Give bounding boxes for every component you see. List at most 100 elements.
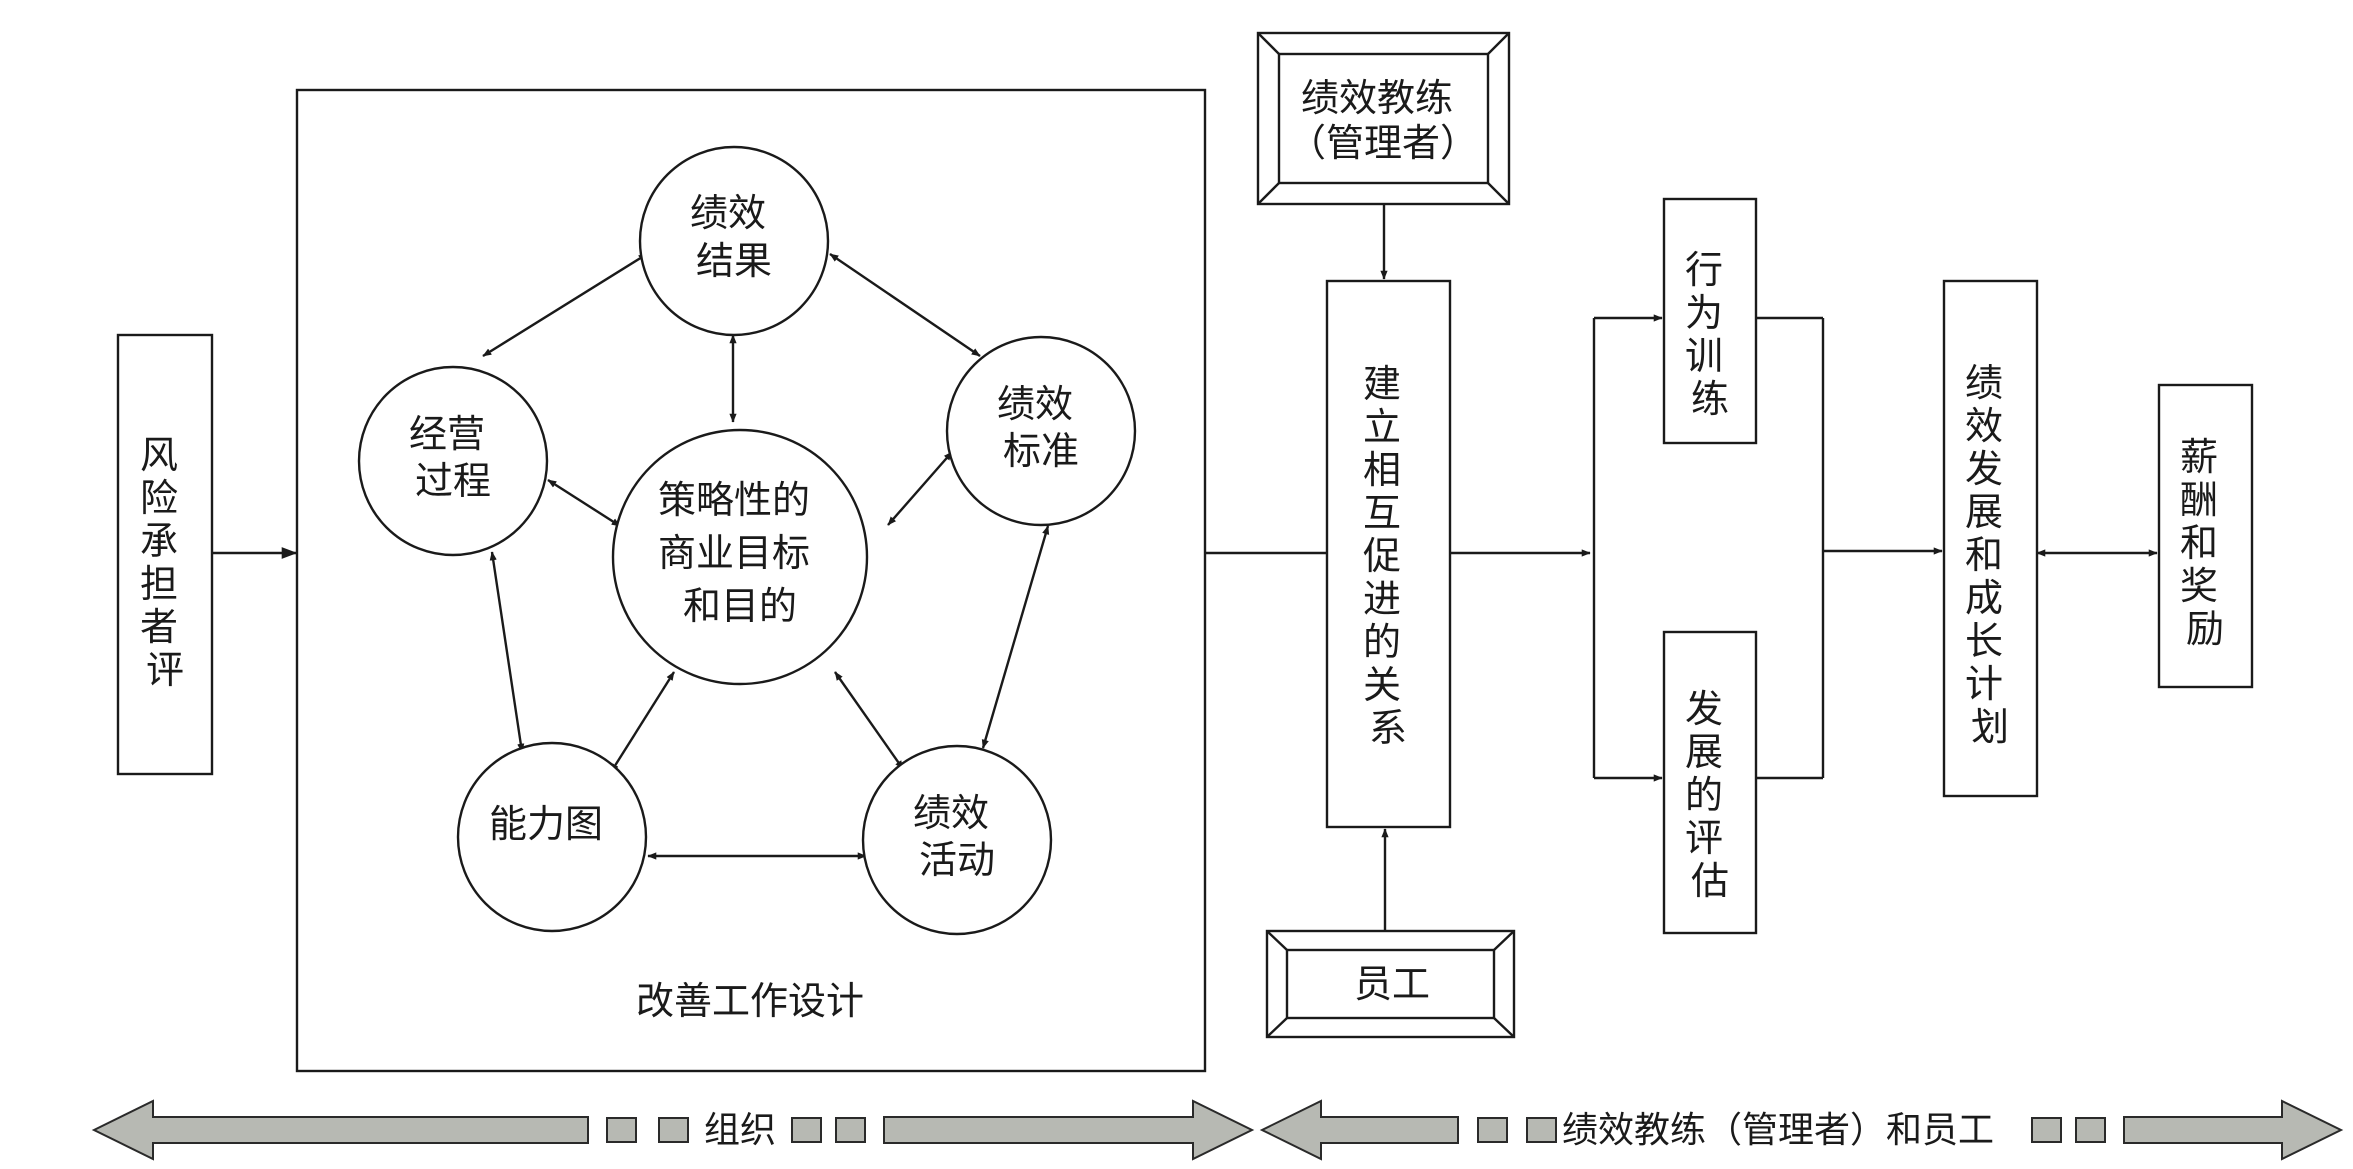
arrow-standards-strategy [887, 451, 953, 526]
behavior-training-box: 行 为 训 练 [1662, 197, 1758, 445]
growth-char-5: 成 [1965, 576, 2003, 620]
svg-text:绩效 活动: 绩效 活动 [913, 791, 1001, 882]
circle-performance-results: 绩效 结果 [638, 145, 830, 337]
circle-business-process: 经营 过程 [357, 365, 549, 557]
growth-char-3: 展 [1965, 490, 2003, 534]
relationship-char-1: 立 [1363, 405, 1401, 449]
standards-line-1: 标准 [1003, 429, 1079, 473]
results-line-1: 结果 [696, 239, 772, 283]
circle-strategic-goals: 策略性的 商业目标 和目的 [611, 428, 869, 686]
organization-band-right-arrow [883, 1099, 1255, 1161]
growth-char-1: 效 [1965, 404, 2003, 448]
dev-eval-char-0: 发 [1685, 687, 1723, 731]
coach-band-right-arrow [2123, 1099, 2344, 1161]
dev-eval-char-1: 展 [1685, 730, 1723, 774]
stakeholder-evaluation-char-4: 者 [140, 605, 178, 649]
work-design-label: 改善工作设计 [636, 979, 864, 1023]
activities-line-0: 绩效 [913, 791, 989, 835]
arrow-strategy-activities [834, 671, 904, 770]
coach-band-dash [1526, 1117, 1557, 1143]
svg-text:绩效 结果: 绩效 结果 [690, 191, 778, 283]
relationship-char-7: 关 [1363, 663, 1401, 707]
svg-text:经营 过程: 经营 过程 [409, 412, 497, 503]
organization-band-dash [606, 1117, 637, 1143]
svg-text:绩效 标准: 绩效 标准 [997, 382, 1085, 473]
strategy-line-1: 商业目标 [658, 531, 810, 575]
compensation-reward-box: 薪 酬 和 奖 励 [2157, 383, 2254, 689]
stakeholder-evaluation-char-2: 承 [140, 519, 178, 563]
coach-band-left-arrow [1259, 1099, 1459, 1161]
results-line-0: 绩效 [690, 191, 766, 235]
mutual-relationship-box: 建 立 相 互 促 进 的 关 系 [1325, 279, 1452, 829]
organization-band-dash [658, 1117, 689, 1143]
performance-coach-box: 绩效教练 （管理者） [1256, 31, 1511, 206]
arrow-strategy-capability [609, 671, 676, 773]
process-line-1: 过程 [415, 459, 491, 503]
employee-box: 员工 [1265, 929, 1516, 1039]
stakeholder-evaluation-char-0: 风 [140, 433, 178, 477]
coach-band-dash [2075, 1117, 2106, 1143]
coach-line-0: 绩效教练 [1301, 76, 1453, 120]
development-evaluation-box: 发 展 的 评 估 [1662, 630, 1758, 935]
organization-band: 组织 [91, 1099, 1255, 1161]
svg-text:薪 酬 和 奖: 薪 酬 和 奖 励 [2180, 435, 2230, 651]
growth-char-2: 发 [1965, 447, 2003, 491]
dev-eval-char-3: 评 [1685, 816, 1723, 860]
capability-label: 能力图 [489, 802, 603, 846]
training-char-1: 为 [1685, 291, 1723, 335]
growth-char-7: 计 [1965, 662, 2003, 706]
coach-line-1: （管理者） [1288, 121, 1478, 165]
organization-band-left-arrow [91, 1099, 589, 1161]
reward-char-2: 和 [2180, 521, 2218, 565]
arrow-results-standards [829, 253, 981, 357]
training-char-3: 练 [1691, 377, 1729, 421]
coach-band-dash [2031, 1117, 2062, 1143]
growth-plan-box: 绩 效 发 展 和 成 长 计 划 [1942, 279, 2039, 798]
relationship-char-2: 相 [1363, 448, 1401, 492]
activities-line-1: 活动 [919, 838, 995, 882]
arrow-process-capability [489, 551, 525, 753]
growth-char-8: 划 [1971, 705, 2009, 749]
svg-text:行 为 训 练: 行 为 训 练 [1685, 248, 1735, 421]
coach-band-dash [1477, 1117, 1508, 1143]
relationship-char-3: 互 [1363, 491, 1401, 535]
reward-char-3: 奖 [2180, 564, 2218, 608]
relationship-char-0: 建 [1363, 362, 1401, 406]
dev-eval-char-4: 估 [1691, 859, 1729, 903]
standards-line-0: 绩效 [997, 382, 1073, 426]
svg-text:策略性的 商业目标 和目的: 策略性的 商业目标 和目的 [658, 478, 822, 628]
circle-performance-activities: 绩效 活动 [861, 744, 1053, 936]
reward-char-4: 励 [2186, 607, 2224, 651]
strategy-line-2: 和目的 [683, 584, 797, 628]
stakeholder-evaluation-box: 风 险 承 担 者 评 [116, 333, 214, 776]
dev-eval-char-2: 的 [1685, 773, 1723, 817]
reward-char-0: 薪 [2180, 435, 2218, 479]
circle-relations [482, 252, 1050, 860]
arrow-process-results [482, 252, 648, 358]
relationship-char-6: 的 [1363, 620, 1401, 664]
circle-performance-standards: 绩效 标准 [945, 335, 1137, 527]
relationship-char-8: 系 [1369, 706, 1407, 750]
strategy-line-0: 策略性的 [658, 478, 810, 522]
organization-band-dash [791, 1117, 822, 1143]
coach-employee-label: 绩效教练（管理者）和员工 [1562, 1110, 1994, 1151]
work-design-frame: 改善工作设计 [295, 88, 1207, 1073]
growth-char-6: 长 [1965, 619, 2003, 663]
coach-employee-band: 绩效教练（管理者）和员工 [1259, 1099, 2344, 1161]
svg-text:建 立 相 互: 建 立 相 互 促 进 的 关 系 [1363, 362, 1413, 750]
reward-char-1: 酬 [2180, 478, 2218, 522]
relationship-char-5: 进 [1363, 577, 1401, 621]
svg-text:发 展 的 评: 发 展 的 评 估 [1685, 687, 1735, 903]
training-char-2: 训 [1685, 334, 1723, 378]
svg-text:绩效教练 （管理者）: 绩效教练 （管理者） [1288, 76, 1478, 165]
arrow-standards-activities [981, 525, 1050, 749]
employee-label: 员工 [1354, 962, 1430, 1006]
stakeholder-evaluation-char-5: 评 [146, 648, 184, 692]
stakeholder-evaluation-char-3: 担 [140, 562, 178, 606]
process-line-0: 经营 [409, 412, 485, 456]
circle-capability-map: 能力图 [456, 741, 648, 933]
arrow-process-strategy [547, 478, 621, 528]
stakeholder-evaluation-label: 风 险 承 担 者 评 [140, 433, 190, 692]
organization-label: 组织 [704, 1110, 776, 1151]
stakeholder-evaluation-char-1: 险 [140, 476, 178, 520]
